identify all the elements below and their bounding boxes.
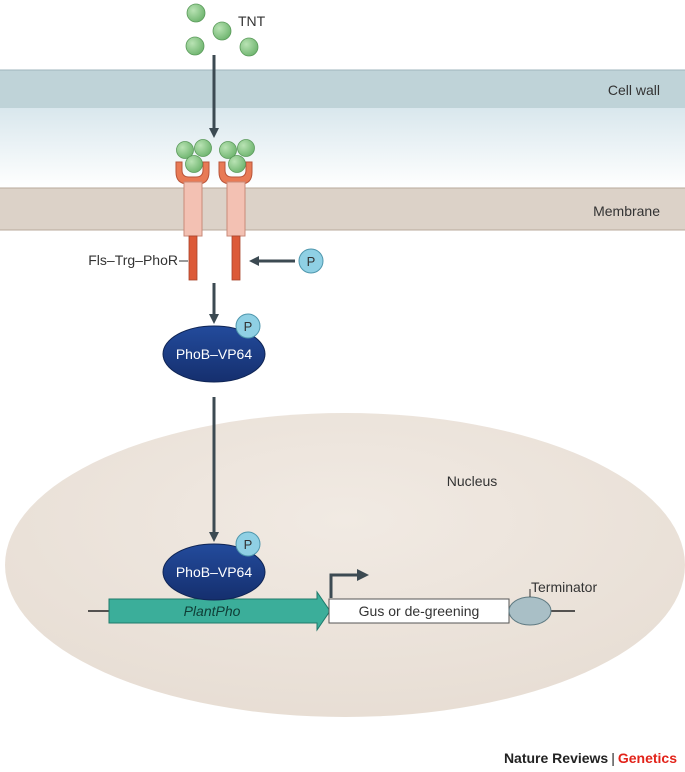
tnt-label: TNT xyxy=(238,13,266,29)
tnt-molecules xyxy=(185,3,259,57)
cell-wall-label: Cell wall xyxy=(608,82,660,98)
terminator-label: Terminator xyxy=(531,579,597,595)
tf-nucleus-phosphate: P xyxy=(244,537,253,552)
promoter-label: PlantPho xyxy=(184,603,241,619)
phosphate-free-label: P xyxy=(307,254,316,269)
terminator-shape xyxy=(508,596,552,626)
promoter-arrow xyxy=(108,590,331,632)
cell-wall xyxy=(0,69,685,188)
membrane-label: Membrane xyxy=(593,203,660,219)
transcription-factor-nucleus: PhoB–VP64 P xyxy=(162,531,266,601)
credit-separator: | xyxy=(611,750,615,766)
receptor-label: Fls–Trg–PhoR xyxy=(88,252,178,268)
journal-name: Nature Reviews xyxy=(503,750,609,766)
transcription-start-arrowhead xyxy=(357,569,369,581)
tf-nucleus-label: PhoB–VP64 xyxy=(176,564,252,580)
phosphate-free: P xyxy=(298,248,324,274)
reporter-box xyxy=(328,598,510,624)
journal-credit: Nature Reviews|Genetics xyxy=(504,750,677,766)
tf-cytoplasm-phosphate: P xyxy=(244,319,253,334)
journal-section: Genetics xyxy=(617,750,677,766)
tf-cytoplasm-label: PhoB–VP64 xyxy=(176,346,252,362)
transcription-start-arrow xyxy=(329,573,358,598)
reporter-label: Gus or de-greening xyxy=(359,603,480,619)
nucleus xyxy=(5,413,685,717)
membrane xyxy=(0,187,685,231)
transcription-factor-cytoplasm: PhoB–VP64 P xyxy=(162,313,266,383)
receptor-dimer xyxy=(175,161,253,281)
bound-tnt xyxy=(176,139,255,173)
gene-construct: PlantPho Gus or de-greening Terminator xyxy=(88,569,597,632)
nucleus-label: Nucleus xyxy=(447,473,498,489)
